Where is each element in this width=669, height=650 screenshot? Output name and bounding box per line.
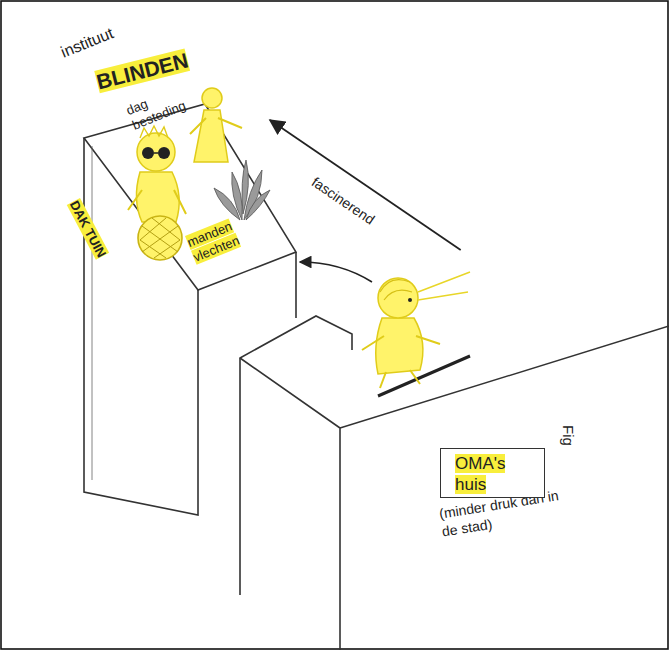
text-wrapper: manden vlechten <box>185 209 264 266</box>
plant-leaf <box>242 160 248 214</box>
building-heading: instituut <box>58 24 115 60</box>
area-label: DAK TUIN <box>67 198 109 260</box>
basket <box>138 216 182 260</box>
house-block: Fig(minder druk dan in de stad)OMA's hui… <box>235 250 669 650</box>
person-eye <box>408 298 412 302</box>
person-arm <box>128 190 186 214</box>
plant-leaf <box>214 188 240 220</box>
basket-body <box>138 216 182 260</box>
dark-glasses <box>154 152 158 154</box>
person-head <box>378 278 418 318</box>
wall-edge <box>92 146 93 480</box>
building-roof: instituutBLINDENdag bestedingDAK TUINman… <box>50 30 270 295</box>
text-wrapper: BLINDEN <box>94 47 191 95</box>
building-wall <box>240 358 340 650</box>
blind-person <box>128 126 186 222</box>
person-body <box>376 318 423 374</box>
building-wall <box>295 252 297 318</box>
activity-label: dag besteding <box>124 96 188 133</box>
gaze-arrow <box>300 262 372 282</box>
plant-leaf <box>246 190 270 220</box>
person-hair <box>380 280 412 300</box>
building-heading: BLINDEN <box>94 48 190 93</box>
building-wall <box>240 316 352 595</box>
text-wrapper: DAK TUIN <box>66 198 110 260</box>
sign-text: OMA's huis <box>455 454 505 494</box>
house-sign: OMA's huis <box>440 448 545 498</box>
roof-outline <box>84 104 296 290</box>
person-head <box>137 133 175 171</box>
standing-person <box>190 88 242 162</box>
text-wrapper: dag besteding <box>124 78 201 134</box>
dark-glasses <box>158 147 170 159</box>
person-head <box>202 88 222 108</box>
gaze-line <box>418 272 470 300</box>
text-wrapper: Fig <box>558 425 577 446</box>
activity-label: manden vlechten <box>185 218 242 265</box>
person-leg <box>380 370 420 388</box>
text-wrapper: instituut <box>58 23 117 62</box>
person-arm <box>190 118 242 134</box>
person-body <box>136 172 179 222</box>
person-body <box>194 110 228 162</box>
arrow-connector <box>270 120 461 250</box>
basket-weave <box>140 218 180 258</box>
figure-label: Fig <box>560 425 577 446</box>
person-arm <box>362 336 440 350</box>
building-wall <box>84 138 198 515</box>
edge-label: fascinerend <box>309 174 378 229</box>
visitor-person <box>362 272 470 388</box>
plant <box>214 160 270 220</box>
dark-glasses <box>142 147 154 159</box>
text-wrapper: OMA's huis <box>455 453 517 496</box>
